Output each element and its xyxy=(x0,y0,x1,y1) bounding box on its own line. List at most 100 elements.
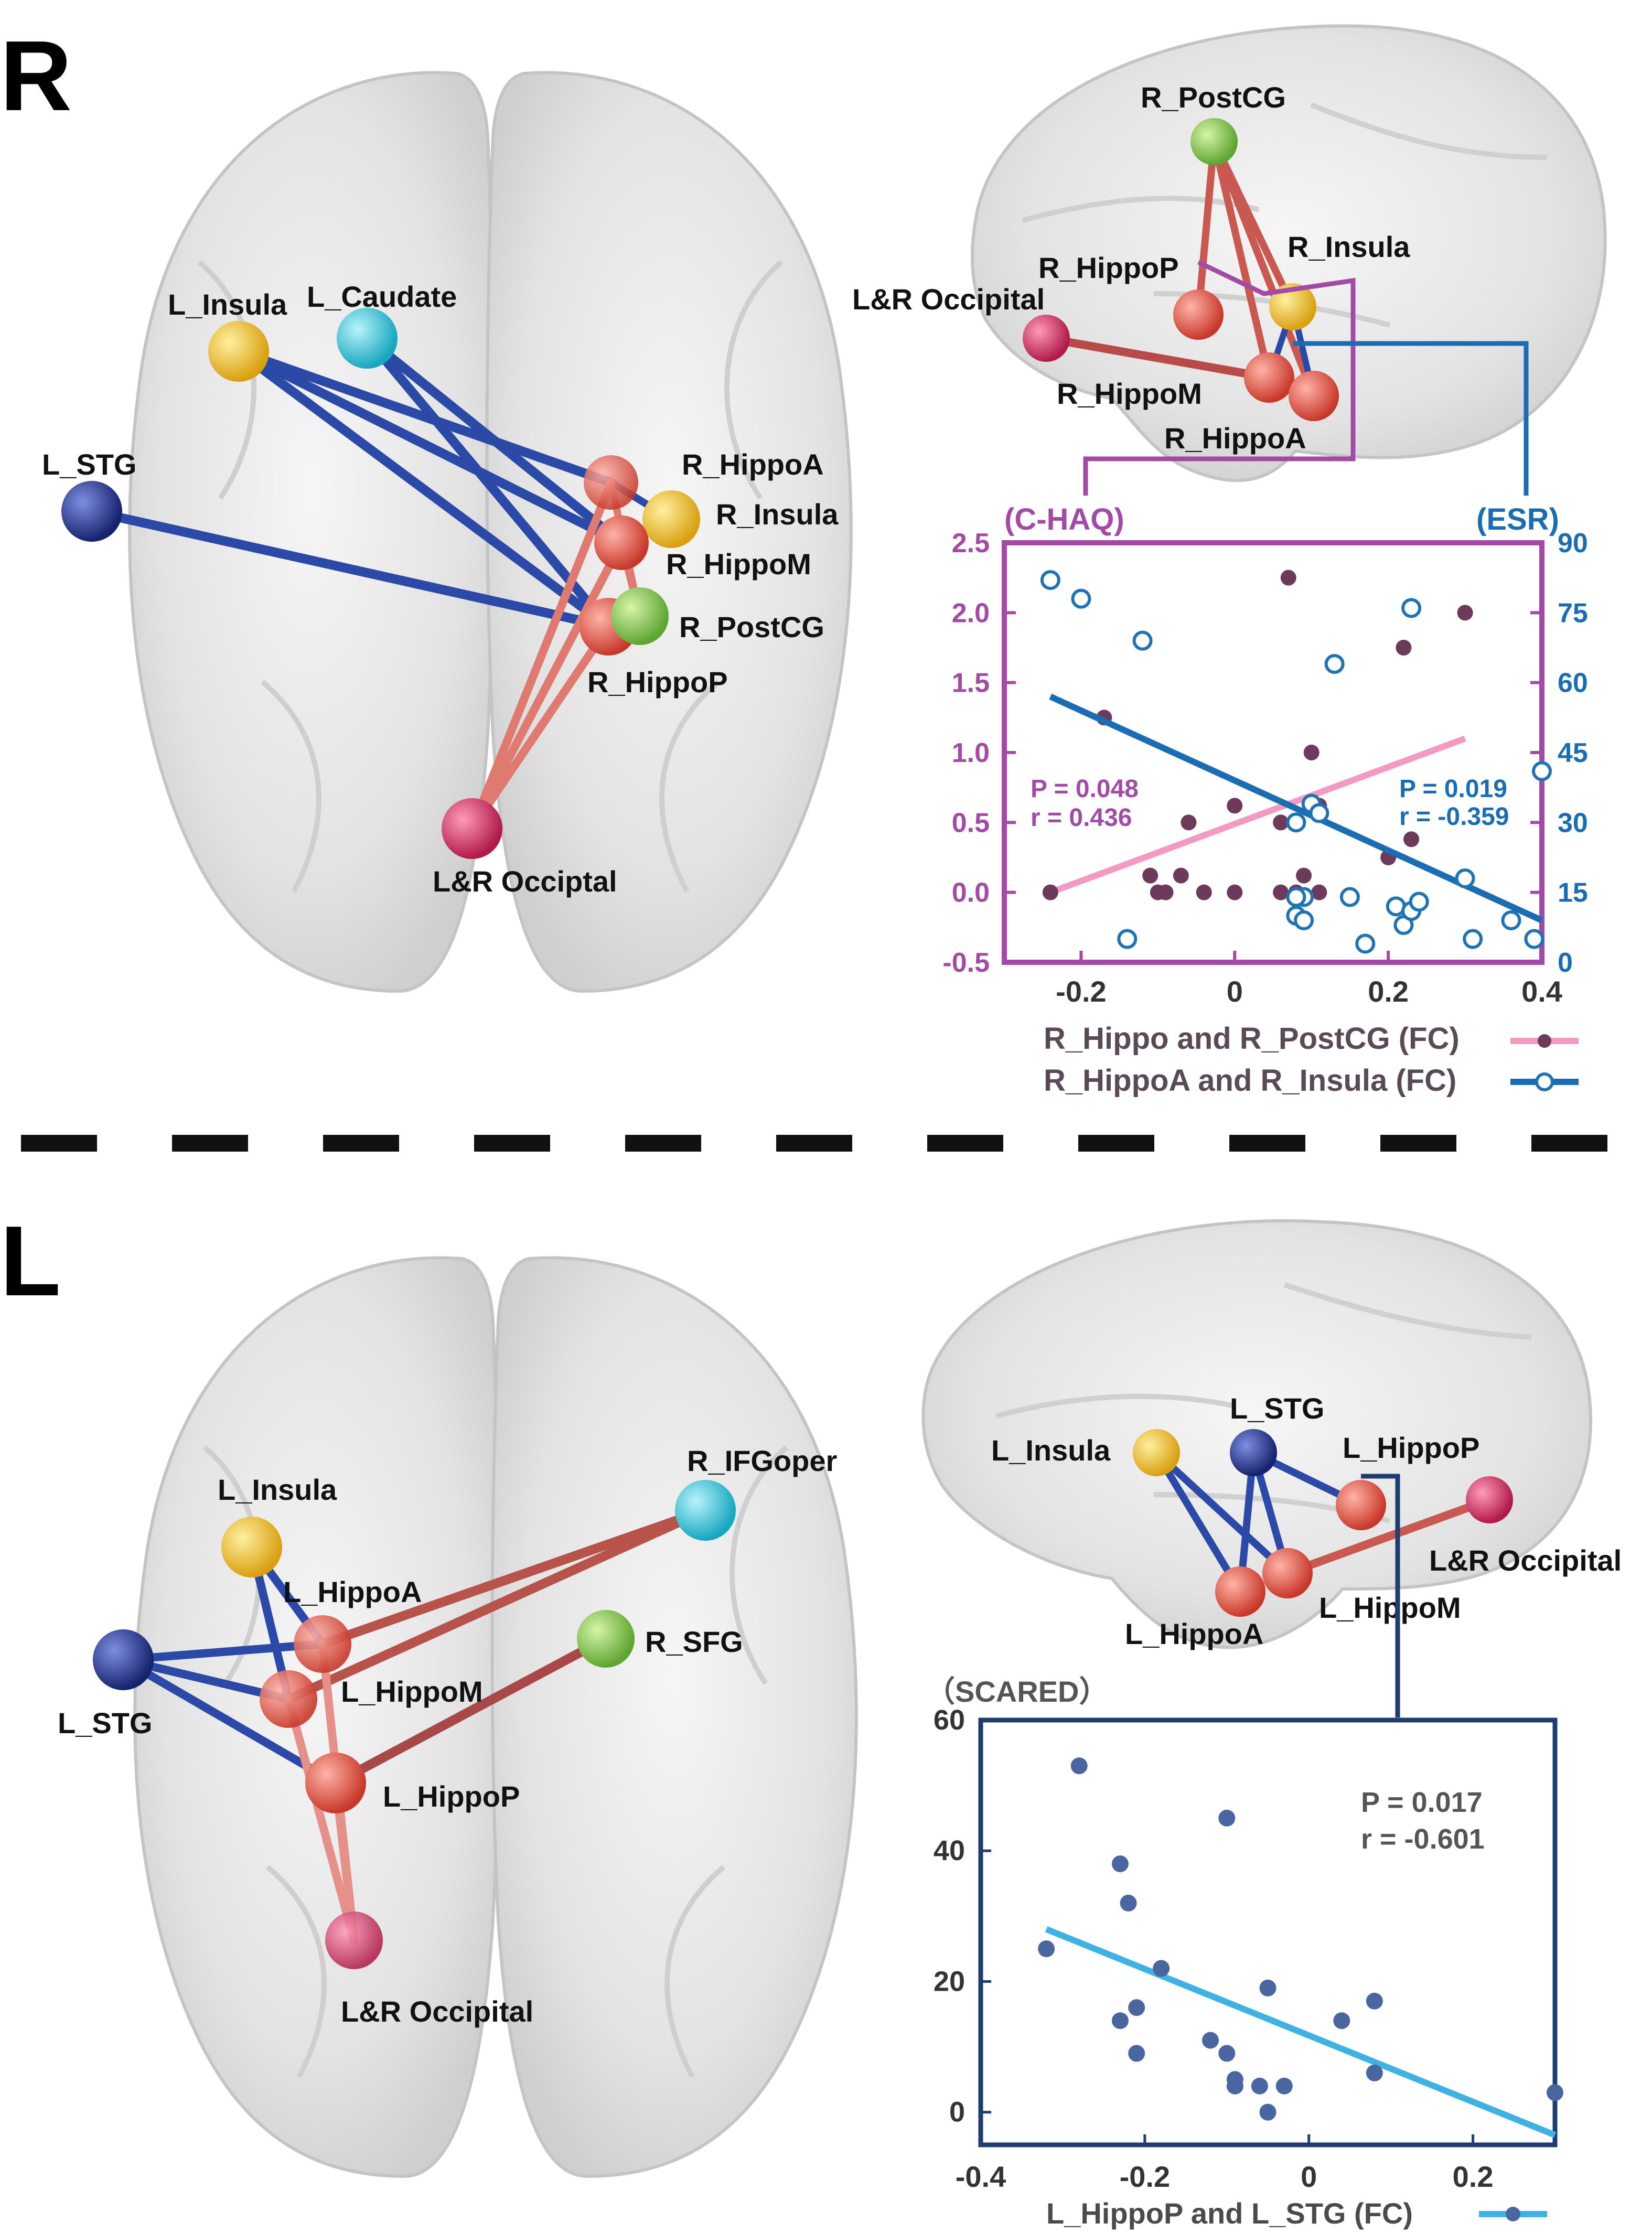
chart2-stats-r: r = -0.601 xyxy=(1361,1823,1485,1855)
sag-label-r-hippom: R_HippoM xyxy=(1057,377,1202,410)
label-r-sfg: R_SFG xyxy=(645,1625,743,1658)
label-l-hippop: L_HippoP xyxy=(383,1780,520,1813)
chart2-point xyxy=(1547,2084,1563,2101)
chart1-left-tick-label: 1.5 xyxy=(952,668,990,699)
chart1-point-chaq xyxy=(1396,640,1412,656)
chart2-y-tick-label: 60 xyxy=(934,1704,965,1736)
chart1-point-esr xyxy=(1501,910,1521,930)
chart1-point-chaq xyxy=(1196,884,1212,900)
sag-node-lr-occipital xyxy=(1466,1476,1513,1523)
label-r-hippoa: R_HippoA xyxy=(682,448,824,481)
sag-label-r-postcg: R_PostCG xyxy=(1141,81,1286,114)
chart1-point-esr xyxy=(1309,803,1329,823)
chart1-left-tick-label: 0.5 xyxy=(952,808,990,838)
sag-node-l-insula xyxy=(1133,1429,1180,1476)
node-l-caudate xyxy=(337,308,398,369)
axial-labels-r: L_Insula L_Caudate L_STG R_HippoA R_Insu… xyxy=(42,280,839,898)
chart1-x-tick-label: 0.2 xyxy=(1368,975,1409,1008)
sagittal-nodes-r xyxy=(1023,118,1339,421)
chart2-plot-area xyxy=(1038,1757,1563,2138)
chart2-point xyxy=(1038,1940,1055,1958)
chart1-point-chaq xyxy=(1181,814,1197,831)
chart1-point-chaq xyxy=(1273,884,1289,900)
chart2-point xyxy=(1366,1992,1383,2010)
chart2-point xyxy=(1218,2045,1236,2062)
chart2-point xyxy=(1153,1960,1170,1977)
legend-marker-2 xyxy=(1535,1072,1554,1091)
chart1-left-tick-label: -0.5 xyxy=(942,948,990,978)
label-l-hippoa: L_HippoA xyxy=(283,1575,422,1608)
chart1-left-axis-label: (C-HAQ) xyxy=(1004,502,1124,536)
chart-r: (C-HAQ) (ESR) 2.52.01.51.00.50.0-0.5 907… xyxy=(942,502,1587,1098)
axial-brain-r xyxy=(128,71,853,993)
chart1-point-esr xyxy=(1294,910,1314,930)
connector-l xyxy=(1361,1474,1400,1717)
sag-node-r-hippoa xyxy=(1289,371,1339,421)
chart1-right-tick-label: 30 xyxy=(1558,808,1588,838)
chart1-point-chaq xyxy=(1227,798,1243,814)
node-r-hippom xyxy=(594,515,649,570)
chart2-point xyxy=(1259,1979,1276,1996)
chart2-x-tick-label: -0.4 xyxy=(956,2160,1006,2193)
chart1-point-chaq xyxy=(1280,570,1296,586)
node-r-insula xyxy=(642,490,700,548)
legend-marker-3 xyxy=(1506,2207,1520,2221)
sag-node-l-stg xyxy=(1230,1429,1277,1476)
chart2-x-tick-label: 0.2 xyxy=(1453,2160,1494,2193)
sag-label-l-stg: L_STG xyxy=(1230,1392,1324,1425)
sag-node-l-hippoa xyxy=(1215,1566,1265,1617)
chart1-point-chaq xyxy=(1296,867,1312,884)
chart1-point-esr xyxy=(1132,630,1153,651)
chart2-x-tick-label: -0.2 xyxy=(1120,2160,1171,2193)
chart1-point-esr xyxy=(1524,929,1544,949)
chart1-point-chaq xyxy=(1303,745,1320,760)
axial-nodes-r xyxy=(61,308,700,859)
chart1-right-tick-label: 90 xyxy=(1558,528,1588,558)
sagittal-labels-l: L_STG L_Insula L_HippoP L&R Occipital L_… xyxy=(991,1392,1622,1650)
node-l-hippop xyxy=(305,1753,366,1813)
panel-letter-l: L xyxy=(0,1206,61,1317)
chart2-point xyxy=(1333,2012,1350,2029)
chart1-stats-r-2: r = -0.359 xyxy=(1399,803,1509,831)
legend-marker-1 xyxy=(1538,1034,1551,1048)
chart1-stats-r-1: r = 0.436 xyxy=(1031,804,1132,832)
chart2-point xyxy=(1128,2045,1145,2062)
label-r-hippop: R_HippoP xyxy=(587,665,728,699)
sag-label-r-hippop: R_HippoP xyxy=(1038,251,1179,284)
chart1-point-esr xyxy=(1071,588,1091,609)
chart2-point xyxy=(1202,2032,1219,2049)
chart1-point-esr xyxy=(1401,598,1422,618)
chart1-point-chaq xyxy=(1273,814,1289,831)
node-r-ifgoper xyxy=(675,1480,736,1541)
legend-r-hippoa-insula: R_HippoA and R_Insula (FC) xyxy=(1044,1064,1456,1098)
axial-nodes-l xyxy=(93,1480,736,1969)
label-l-hippom: L_HippoM xyxy=(341,1675,483,1708)
label-l-stg: L_STG xyxy=(42,448,136,481)
sag-label-r-hippoa: R_HippoA xyxy=(1164,422,1306,455)
chart2-point xyxy=(1251,2077,1268,2095)
chart1-right-tick-label: 15 xyxy=(1558,878,1588,908)
sag-node-lr-occipital xyxy=(1023,315,1070,362)
node-r-sfg xyxy=(577,1610,635,1668)
chart1-plot-area xyxy=(1040,570,1552,954)
chart2-point xyxy=(1070,1757,1088,1775)
sag-node-r-postcg xyxy=(1190,118,1238,165)
chart1-point-esr xyxy=(1286,812,1306,833)
chart2-point xyxy=(1111,2012,1129,2029)
chart1-point-esr xyxy=(1324,654,1345,674)
chart1-legend: R_Hippo and R_PostCG (FC) R_HippoA and R… xyxy=(1044,1022,1579,1098)
chart1-point-chaq xyxy=(1403,831,1420,847)
chart1-point-chaq xyxy=(1457,605,1473,621)
node-l-stg-2 xyxy=(93,1629,154,1690)
chart2-y-tick-label: 40 xyxy=(934,1835,965,1866)
chart1-right-tick-label: 45 xyxy=(1558,738,1588,768)
chart1-point-esr xyxy=(1532,761,1552,781)
chart2-point xyxy=(1275,2077,1293,2095)
chart1-point-chaq xyxy=(1157,884,1174,900)
chart1-right-tick-label: 0 xyxy=(1558,948,1573,978)
node-lr-occipital xyxy=(442,798,502,859)
label-l-stg-2: L_STG xyxy=(58,1706,152,1739)
